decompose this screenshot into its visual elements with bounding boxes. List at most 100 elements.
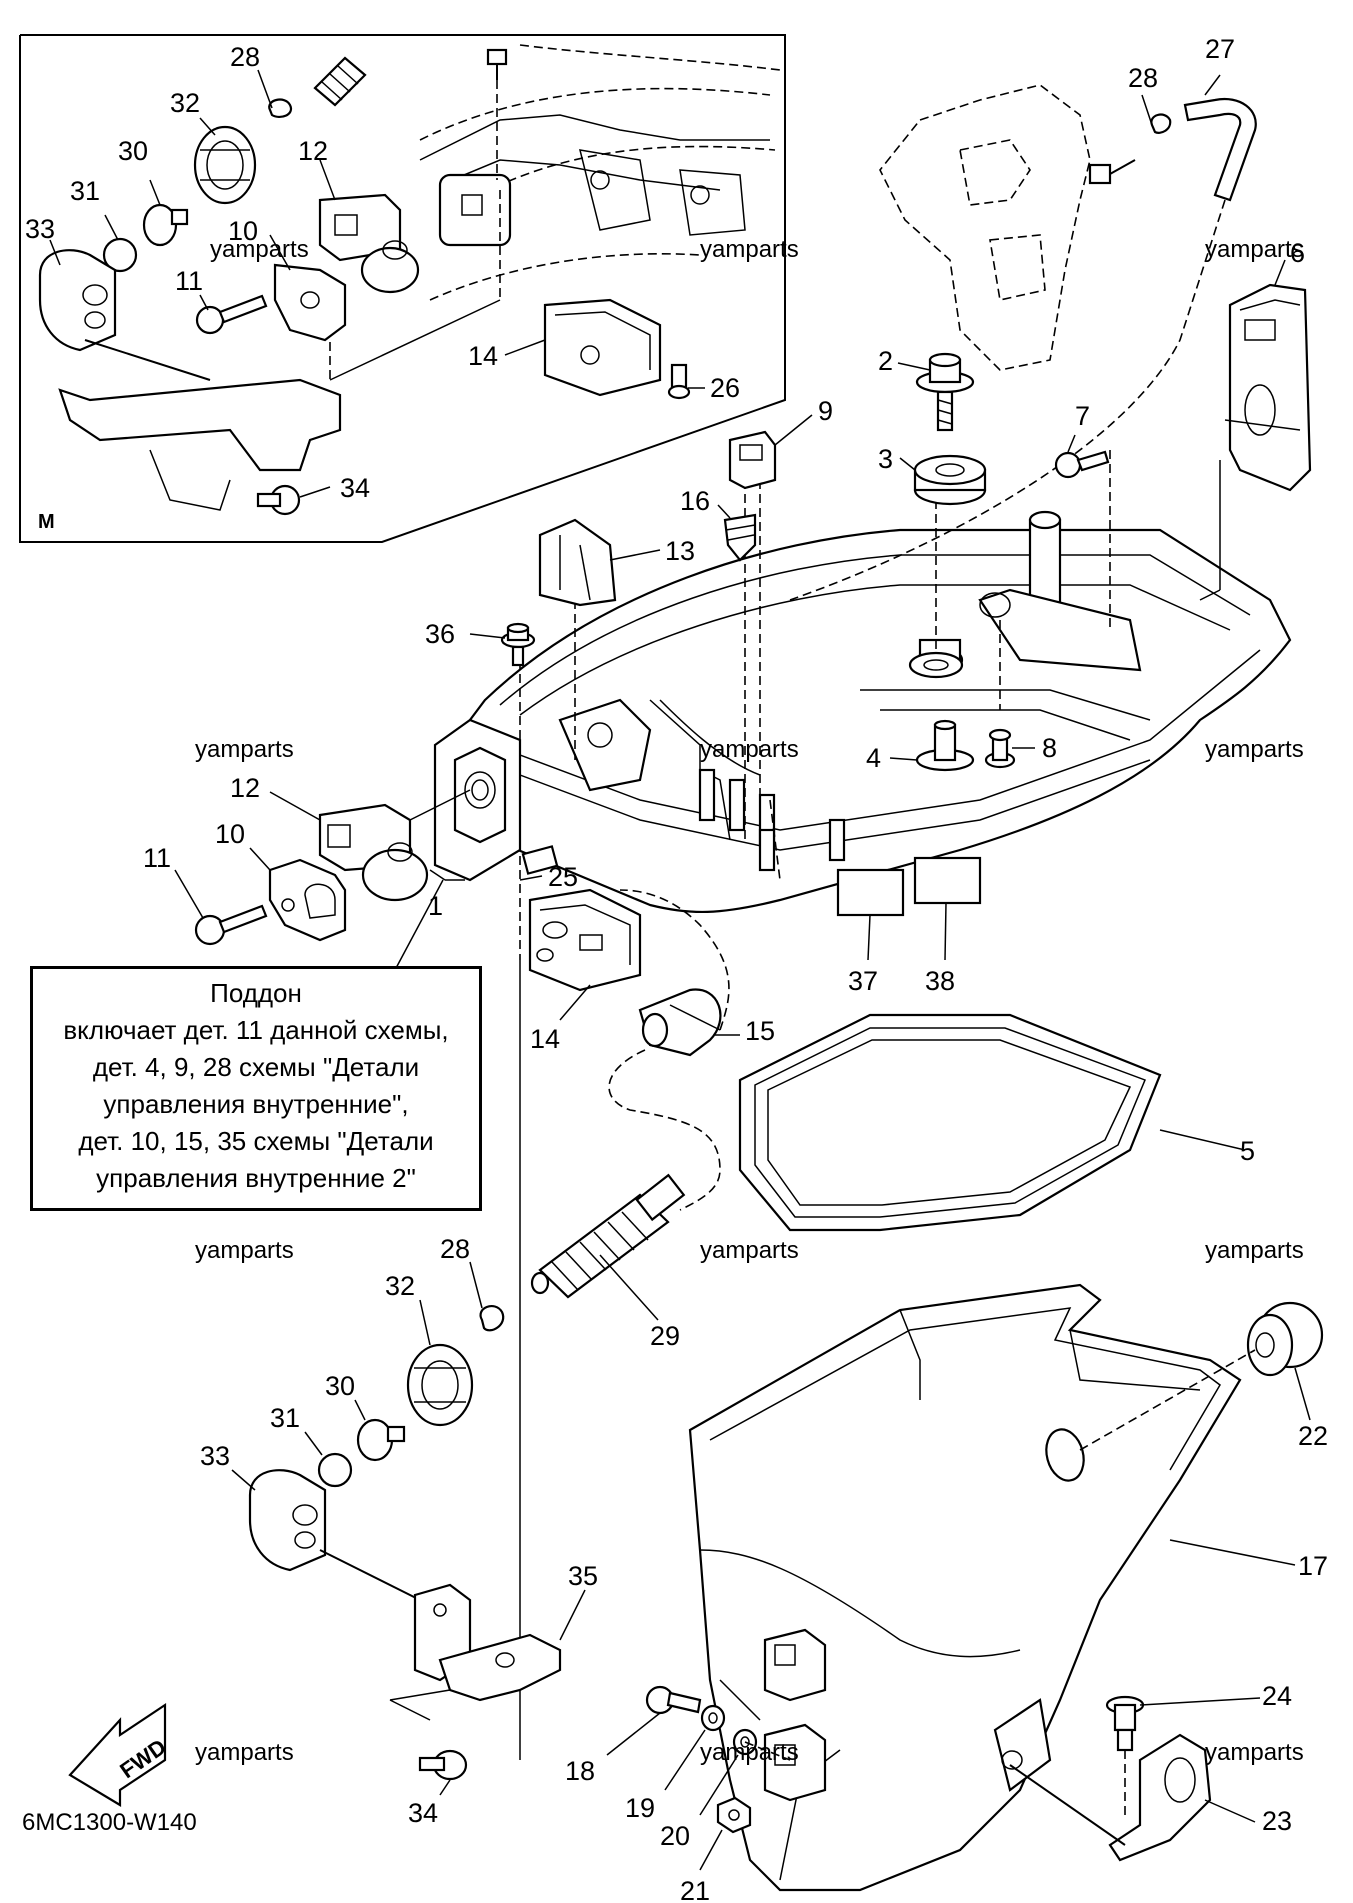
note-line: дет. 10, 15, 35 схемы "Детали xyxy=(78,1126,434,1156)
callout-10: 10 xyxy=(215,819,245,849)
callout-inset-11: 11 xyxy=(175,266,203,296)
note-box: Поддон включает дет. 11 данной схемы, де… xyxy=(30,966,482,1211)
inset-grommet xyxy=(142,203,189,247)
callout-30: 30 xyxy=(325,1371,355,1401)
watermark: yamparts xyxy=(195,736,294,763)
watermark: yamparts xyxy=(1205,736,1304,763)
watermark: yamparts xyxy=(195,1237,294,1264)
nut-21 xyxy=(716,1796,752,1834)
callout-inset-14: 14 xyxy=(468,341,498,371)
callout-7: 7 xyxy=(1075,401,1090,431)
cable-clamp-leader xyxy=(409,789,471,821)
callout-29: 29 xyxy=(650,1321,680,1351)
washer-31 xyxy=(317,1452,353,1488)
callout-inset-31: 31 xyxy=(70,176,100,206)
note-line: управления внутренние", xyxy=(103,1089,409,1119)
inset-switch-cover xyxy=(543,298,662,397)
inset-screw xyxy=(667,363,691,400)
callout-32: 32 xyxy=(385,1271,415,1301)
note-line: Поддон xyxy=(210,978,302,1008)
bolt-36 xyxy=(500,622,536,667)
grommet-30 xyxy=(356,1418,406,1462)
rivet-24 xyxy=(1105,1695,1145,1752)
note-line: управления внутренние 2" xyxy=(96,1163,416,1193)
callout-27: 27 xyxy=(1205,34,1235,64)
inset-cable-holder xyxy=(38,249,117,352)
callout-inset-34: 34 xyxy=(340,473,370,503)
clamp-12 xyxy=(318,803,429,902)
inset-grommet-spring xyxy=(313,56,367,107)
callout-33: 33 xyxy=(200,1441,230,1471)
watermark: yamparts xyxy=(195,1739,294,1766)
callout-numbers: 28 32 30 31 33 12 10 11 14 26 34 27 28 6… xyxy=(25,34,1328,1903)
callout-13: 13 xyxy=(665,536,695,566)
switch-panel-14 xyxy=(528,888,642,992)
watermark: yamparts xyxy=(210,236,309,263)
callout-21: 21 xyxy=(680,1876,710,1903)
callout-6: 6 xyxy=(1290,238,1305,268)
callout-inset-30: 30 xyxy=(118,136,148,166)
note-line: дет. 4, 9, 28 схемы "Детали xyxy=(92,1052,420,1082)
inset-clamp xyxy=(318,193,420,294)
callout-inset-32: 32 xyxy=(170,88,200,118)
watermark: yamparts xyxy=(700,1237,799,1264)
grommet-16 xyxy=(723,513,757,562)
callout-inset-10: 10 xyxy=(228,216,258,246)
callout-11: 11 xyxy=(143,843,171,873)
grommet-22 xyxy=(1246,1301,1324,1377)
grommet-15 xyxy=(638,988,722,1057)
hose-27 xyxy=(789,97,1257,601)
inset-cap-nut xyxy=(193,125,257,205)
inset-plate xyxy=(273,263,347,342)
callout-25: 25 xyxy=(548,862,578,892)
callout-3: 3 xyxy=(878,444,893,474)
callout-inset-33: 33 xyxy=(25,214,55,244)
seal-5 xyxy=(738,1013,1162,1232)
callout-23: 23 xyxy=(1262,1806,1292,1836)
cable-holder-33 xyxy=(248,1469,327,1572)
callout-16: 16 xyxy=(680,486,710,516)
label-37 xyxy=(836,868,905,917)
callout-4: 4 xyxy=(866,743,881,773)
callout-28: 28 xyxy=(440,1234,470,1264)
callout-18: 18 xyxy=(565,1756,595,1786)
watermark: yamparts xyxy=(1205,1237,1304,1264)
bolt-2 xyxy=(915,352,975,432)
callout-36: 36 xyxy=(425,619,455,649)
watermark: yamparts xyxy=(700,1739,799,1766)
callout-37: 37 xyxy=(848,966,878,996)
cable-route-15 xyxy=(619,889,730,1031)
washer-19 xyxy=(700,1704,726,1732)
watermarks: yamparts yamparts yamparts yamparts yamp… xyxy=(195,236,1304,1766)
cap-9 xyxy=(728,430,777,490)
carburetor-body xyxy=(879,84,1136,371)
callout-35: 35 xyxy=(568,1561,598,1591)
lower-cowling-17 xyxy=(688,1283,1242,1892)
grommet-spring-29 xyxy=(530,1173,686,1299)
watermark: yamparts xyxy=(1205,1739,1304,1766)
clip-28-top xyxy=(1150,113,1172,134)
callout-5: 5 xyxy=(1240,1136,1255,1166)
inset-screw-34 xyxy=(256,484,301,516)
watermark: yamparts xyxy=(700,736,799,763)
main-leaders xyxy=(174,74,1311,1871)
callout-8: 8 xyxy=(1042,733,1057,763)
bolt-11 xyxy=(194,904,268,946)
callout-9: 9 xyxy=(818,396,833,426)
callout-15: 15 xyxy=(745,1016,775,1046)
inset-detail-m: M xyxy=(19,34,786,543)
fwd-arrow: FWD xyxy=(68,1702,171,1807)
callout-12: 12 xyxy=(230,773,260,803)
bracket-6 xyxy=(1199,283,1312,601)
bracket-35 xyxy=(389,1583,562,1721)
plate-10 xyxy=(268,858,347,942)
callout-34: 34 xyxy=(408,1798,438,1828)
inset-leaders xyxy=(49,69,705,498)
bottom-cowling-tray xyxy=(433,510,1292,917)
callout-inset-12: 12 xyxy=(298,136,328,166)
callout-2: 2 xyxy=(878,346,893,376)
diagram-code: 6MC1300-W140 xyxy=(22,1809,197,1836)
callout-28-top: 28 xyxy=(1128,63,1158,93)
screw-7 xyxy=(1054,450,1110,479)
